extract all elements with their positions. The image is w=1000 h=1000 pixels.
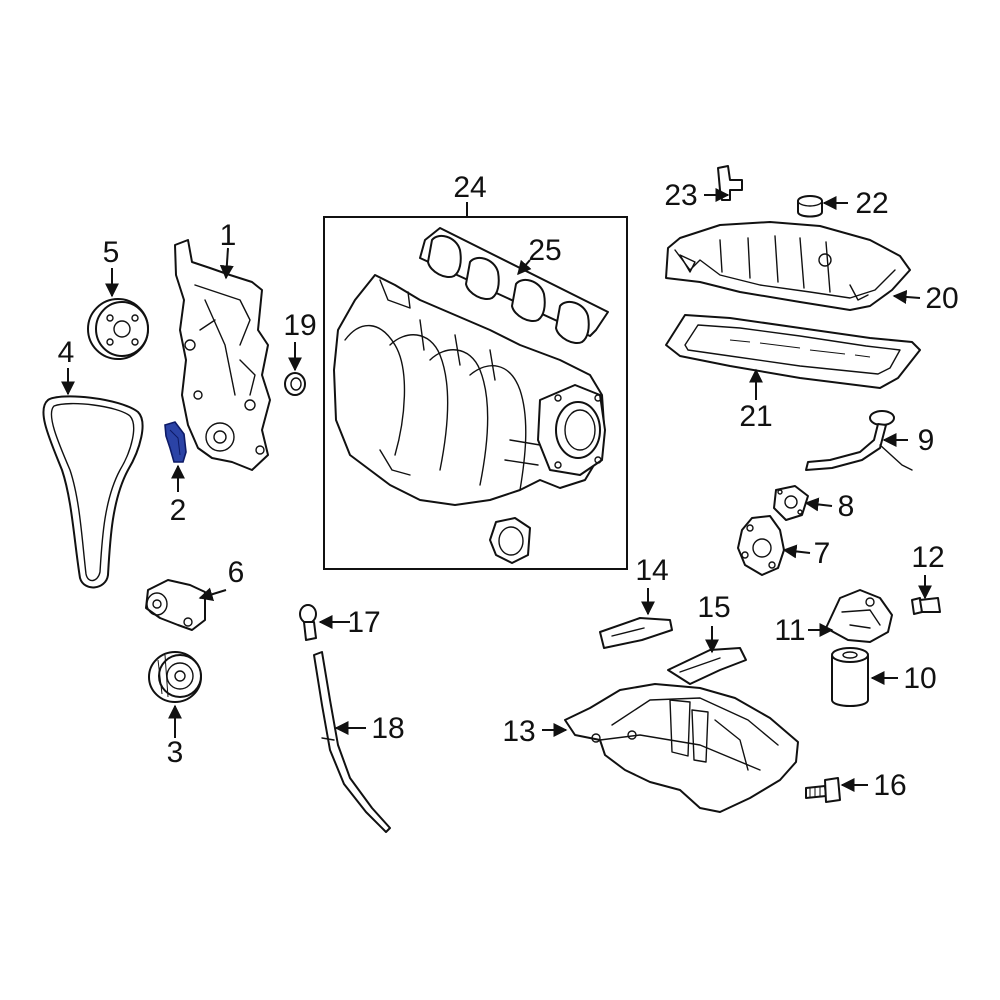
part-1-timing-cover[interactable]: [174, 239, 271, 471]
part-9-oil-pickup[interactable]: [805, 410, 913, 471]
callout-3: 3: [167, 736, 184, 769]
part-11-filter-adapter[interactable]: [825, 589, 893, 643]
callout-labels: 1 2 3 4 5 6 7 8 9 10 11 12 13 14 15 16 1…: [58, 171, 959, 802]
part-7-oil-pump[interactable]: [737, 515, 785, 576]
callout-8: 8: [838, 490, 855, 523]
part-8-pump-gasket[interactable]: [773, 485, 809, 521]
part-18-dipstick-tube[interactable]: [313, 651, 391, 833]
callout-17: 17: [347, 606, 380, 639]
callout-14: 14: [635, 554, 668, 587]
callout-18: 18: [371, 712, 404, 745]
part-2-timing-guide-highlighted[interactable]: [164, 421, 187, 463]
part-3-idler-pulley[interactable]: [148, 651, 202, 703]
callout-9: 9: [918, 424, 935, 457]
callout-20: 20: [925, 282, 958, 315]
callout-13: 13: [502, 715, 535, 748]
callout-25: 25: [528, 234, 561, 267]
part-19-front-seal[interactable]: [284, 372, 306, 396]
part-10-oil-filter[interactable]: [831, 647, 869, 707]
callout-16: 16: [873, 769, 906, 802]
callout-15: 15: [697, 591, 730, 624]
part-6-belt-tensioner[interactable]: [145, 579, 206, 631]
callout-21: 21: [739, 400, 772, 433]
part-16-drain-bolt[interactable]: [805, 777, 841, 803]
callout-22: 22: [855, 187, 888, 220]
part-25-intake-gaskets[interactable]: [419, 227, 609, 344]
part-13-oil-pan[interactable]: [564, 683, 799, 813]
part-20-valve-cover[interactable]: [665, 221, 911, 311]
callout-1: 1: [220, 219, 237, 252]
callout-7: 7: [814, 537, 831, 570]
part-24-intake-manifold-box[interactable]: [323, 216, 628, 570]
callout-12: 12: [911, 541, 944, 574]
callout-10: 10: [903, 662, 936, 695]
callout-4: 4: [58, 336, 75, 369]
callout-6: 6: [228, 556, 245, 589]
callout-24: 24: [453, 171, 486, 204]
part-15-baffle-plate[interactable]: [667, 647, 747, 685]
callout-11: 11: [774, 614, 805, 647]
callout-leaders: [61, 188, 932, 792]
callout-19: 19: [283, 309, 316, 342]
callout-23: 23: [664, 179, 697, 212]
part-5-crank-sprocket[interactable]: [87, 298, 149, 360]
part-12-pressure-sensor[interactable]: [911, 597, 941, 615]
part-14-oil-baffle[interactable]: [599, 617, 673, 649]
part-17-dipstick-handle[interactable]: [299, 604, 317, 641]
callout-5: 5: [103, 236, 120, 269]
part-4-timing-belt[interactable]: [42, 395, 144, 589]
callout-2: 2: [170, 494, 187, 527]
part-21-valve-cover-gasket[interactable]: [665, 314, 921, 389]
part-22-oil-filler-cap[interactable]: [797, 195, 823, 218]
